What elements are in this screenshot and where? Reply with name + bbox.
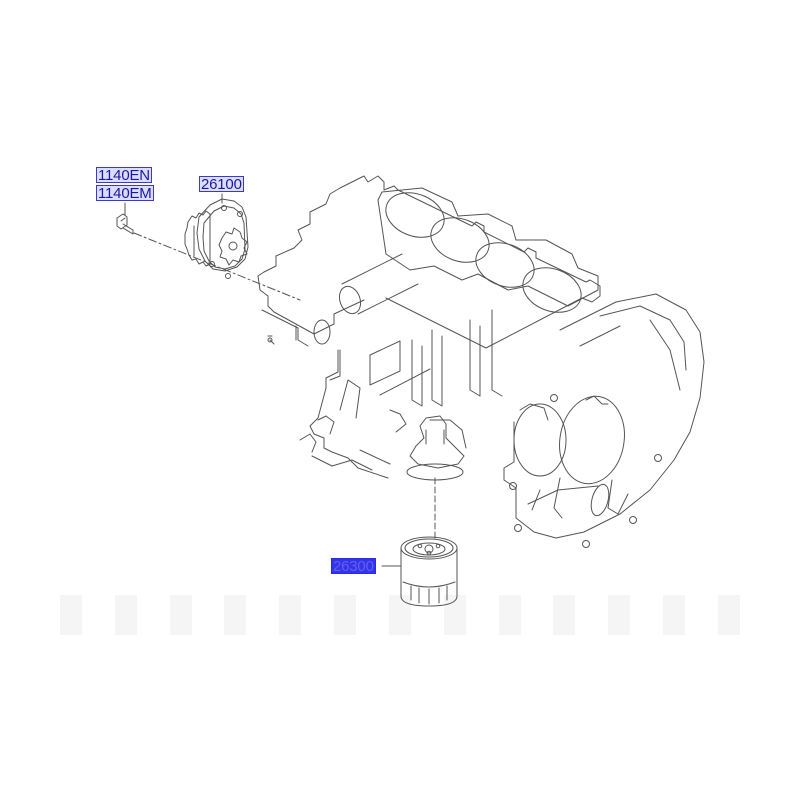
part-label-1140em[interactable]: 1140EM bbox=[96, 185, 154, 202]
oil-filter-icon bbox=[400, 536, 458, 607]
bolt-icon bbox=[116, 213, 134, 235]
part-label-26100[interactable]: 26100 bbox=[199, 176, 244, 193]
part-label-26300[interactable]: 26300 bbox=[331, 558, 376, 575]
oil-pump-icon bbox=[184, 198, 249, 279]
engine-block-icon bbox=[257, 175, 705, 548]
part-label-1140en[interactable]: 1140EN bbox=[96, 167, 152, 184]
